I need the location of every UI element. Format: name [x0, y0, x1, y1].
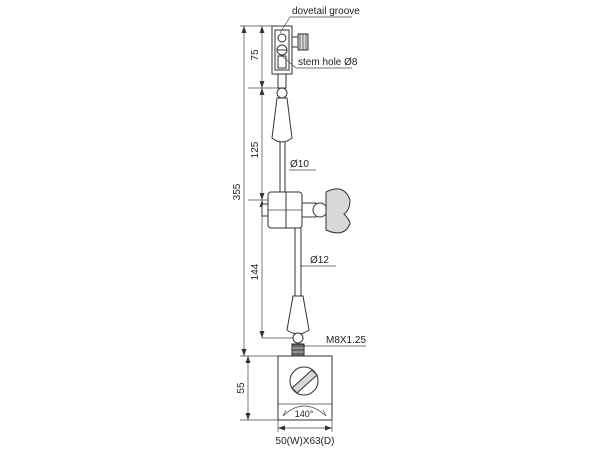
callout-dovetail-groove: dovetail groove — [292, 6, 360, 17]
angle-arc — [282, 405, 327, 417]
callout-base-size: 50(W)X63(D) — [276, 436, 335, 447]
dim-middle-upper: 125 — [250, 141, 261, 158]
dimension-lines — [240, 25, 300, 421]
callout-thread: M8X1.25 — [326, 335, 366, 346]
upper-arm-sleeve — [271, 97, 293, 143]
threaded-stud — [291, 343, 305, 357]
dim-base-height: 55 — [236, 382, 247, 394]
magnetic-base — [277, 355, 333, 421]
dim-middle-lower: 144 — [250, 263, 261, 280]
lower-arm — [286, 228, 310, 357]
lower-joint — [292, 332, 304, 344]
callout-lower-rod-diameter: Ø12 — [310, 255, 329, 266]
main-lock-knob — [325, 188, 351, 234]
base-width-dimension — [277, 420, 333, 432]
lower-arm-sleeve — [286, 295, 310, 335]
callout-angle: 140° — [295, 409, 314, 419]
dim-total-height: 355 — [232, 183, 243, 200]
center-clamp — [261, 188, 351, 234]
upper-joint — [276, 87, 288, 99]
callout-upper-rod-diameter: Ø10 — [290, 159, 309, 170]
callout-leaders — [279, 16, 366, 347]
dim-top-segment: 75 — [250, 49, 261, 61]
switch-lever — [291, 369, 318, 394]
upper-arm — [271, 97, 293, 192]
callout-stem-hole: stem hole Ø8 — [298, 57, 358, 68]
fine-adjust-head — [271, 25, 309, 99]
